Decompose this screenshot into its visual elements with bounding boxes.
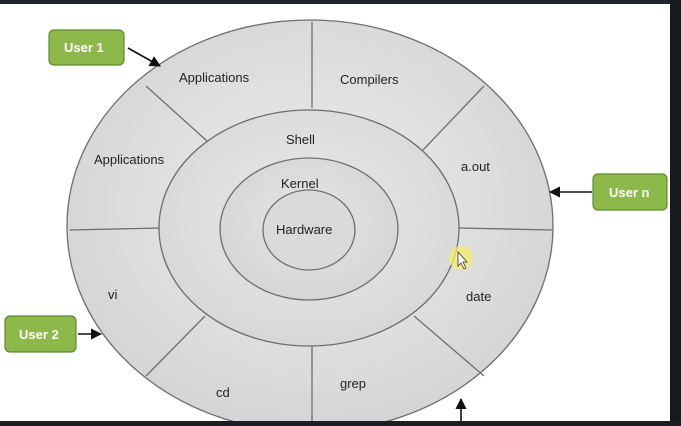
- divider-lower-right: [413, 315, 485, 377]
- segment-dividers: [69, 22, 554, 421]
- mouse-pointer-icon: [457, 250, 468, 270]
- user2-box: User 2: [4, 315, 77, 353]
- divider-lower-left: [145, 315, 206, 377]
- segment-applications-top: Applications: [179, 70, 250, 85]
- window-top-edge: [0, 0, 681, 4]
- segment-compilers: Compilers: [340, 72, 399, 87]
- user2-label: User 2: [19, 327, 59, 342]
- divider-right: [457, 227, 554, 231]
- divider-upper-right: [422, 85, 485, 151]
- divider-upper-left: [145, 85, 208, 142]
- shell-label: Shell: [286, 132, 315, 147]
- cursor-highlight: [449, 246, 473, 270]
- usern-label: User n: [609, 185, 650, 200]
- window-right-edge: [670, 0, 681, 421]
- slide-canvas: Shell Kernel Hardware Applications Compi…: [0, 4, 670, 426]
- segment-date: date: [466, 289, 491, 304]
- segment-cd: cd: [216, 385, 230, 400]
- user1-label: User 1: [64, 40, 104, 55]
- segment-aout: a.out: [461, 159, 490, 174]
- unix-architecture-diagram: Shell Kernel Hardware Applications Compi…: [4, 19, 668, 426]
- segment-vi: vi: [108, 287, 118, 302]
- user1-arrow: [127, 47, 161, 67]
- usern-box: User n: [592, 173, 668, 211]
- hardware-label: Hardware: [276, 222, 332, 237]
- segment-applications-left: Applications: [94, 152, 165, 167]
- divider-left: [69, 227, 161, 231]
- segment-grep: grep: [340, 376, 366, 391]
- hardware-core: [262, 189, 356, 271]
- kernel-label: Kernel: [281, 176, 319, 191]
- user1-box: User 1: [48, 29, 125, 66]
